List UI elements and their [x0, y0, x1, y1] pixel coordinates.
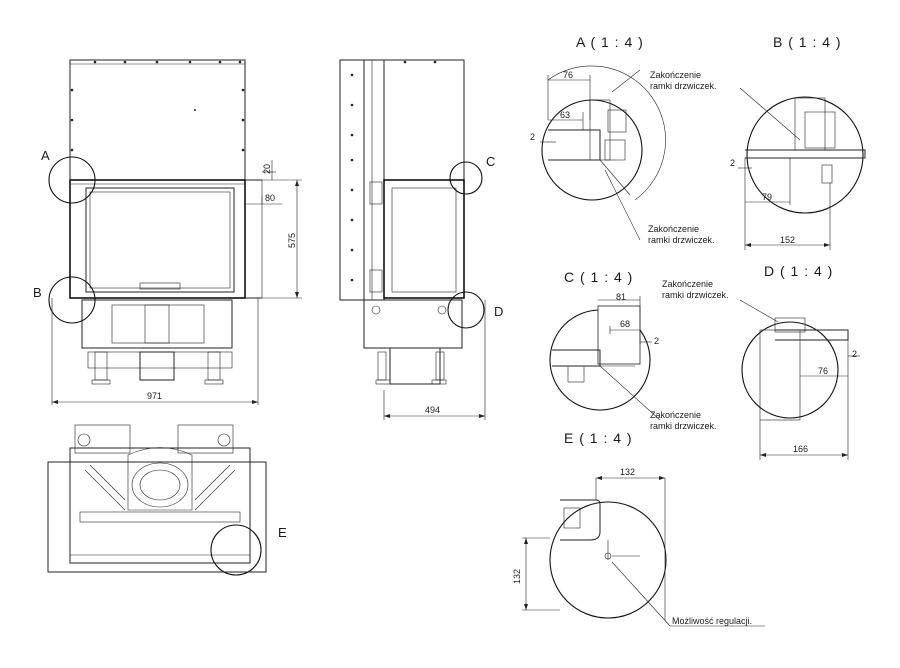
detail-a-dim-76: 76 — [563, 70, 573, 80]
detail-d-dim-166: 166 — [793, 444, 808, 454]
dim-width-front: 971 — [147, 391, 162, 401]
front-view — [48, 59, 302, 405]
detail-c-note-2: ramki drzwiczek. — [650, 421, 717, 431]
detail-c-dim-81: 81 — [616, 292, 626, 302]
detail-e — [522, 476, 765, 627]
detail-a-title: A ( 1 : 4 ) — [576, 34, 644, 50]
detail-d-title: D ( 1 : 4 ) — [764, 263, 833, 279]
detail-d-dim-2: 2 — [852, 349, 857, 359]
callout-a-front: A — [41, 148, 50, 163]
dim-side-gap: 80 — [265, 193, 275, 203]
detail-d-dim-76: 76 — [818, 366, 828, 376]
callout-c-side: C — [486, 154, 495, 169]
detail-c-note-1: Zakończenie — [650, 410, 701, 420]
detail-e-note-adjustment: Możliwość regulacji. — [672, 616, 752, 626]
detail-d-note-1: Zakończenie — [662, 279, 713, 289]
side-view — [339, 59, 486, 420]
detail-c-dim-68: 68 — [620, 319, 630, 329]
detail-d — [739, 299, 860, 460]
detail-e-dim-132w: 132 — [620, 467, 635, 477]
detail-a-dim-63: 63 — [560, 110, 570, 120]
detail-e-title: E ( 1 : 4 ) — [564, 430, 633, 446]
detail-b — [738, 87, 866, 250]
detail-a-dim-2: 2 — [530, 132, 535, 142]
detail-c — [549, 296, 661, 421]
callout-d-side: D — [494, 304, 503, 319]
dim-height-glass: 575 — [287, 233, 297, 248]
detail-b-dim-79: 79 — [762, 192, 772, 202]
dim-top-gap: 20 — [262, 164, 272, 174]
dim-depth-side: 494 — [425, 405, 440, 415]
detail-e-dim-132h: 132 — [512, 569, 522, 584]
detail-c-dim-2: 2 — [654, 336, 659, 346]
detail-b-title: B ( 1 : 4 ) — [773, 34, 842, 50]
detail-a — [540, 65, 666, 241]
detail-a-note-top-1: Zakończenie — [650, 70, 701, 80]
detail-c-title: C ( 1 : 4 ) — [564, 269, 633, 285]
detail-d-note-2: ramki drzwiczek. — [662, 290, 729, 300]
callout-e-top: E — [278, 525, 287, 540]
detail-a-note-bottom-1: Zakończenie — [648, 224, 699, 234]
detail-a-note-bottom-2: ramki drzwiczek. — [648, 235, 715, 245]
callout-b-front: B — [33, 285, 42, 300]
top-view — [47, 424, 267, 576]
detail-b-dim-2: 2 — [730, 158, 735, 168]
detail-a-note-top-2: ramki drzwiczek. — [650, 81, 717, 91]
detail-b-dim-152: 152 — [780, 235, 795, 245]
